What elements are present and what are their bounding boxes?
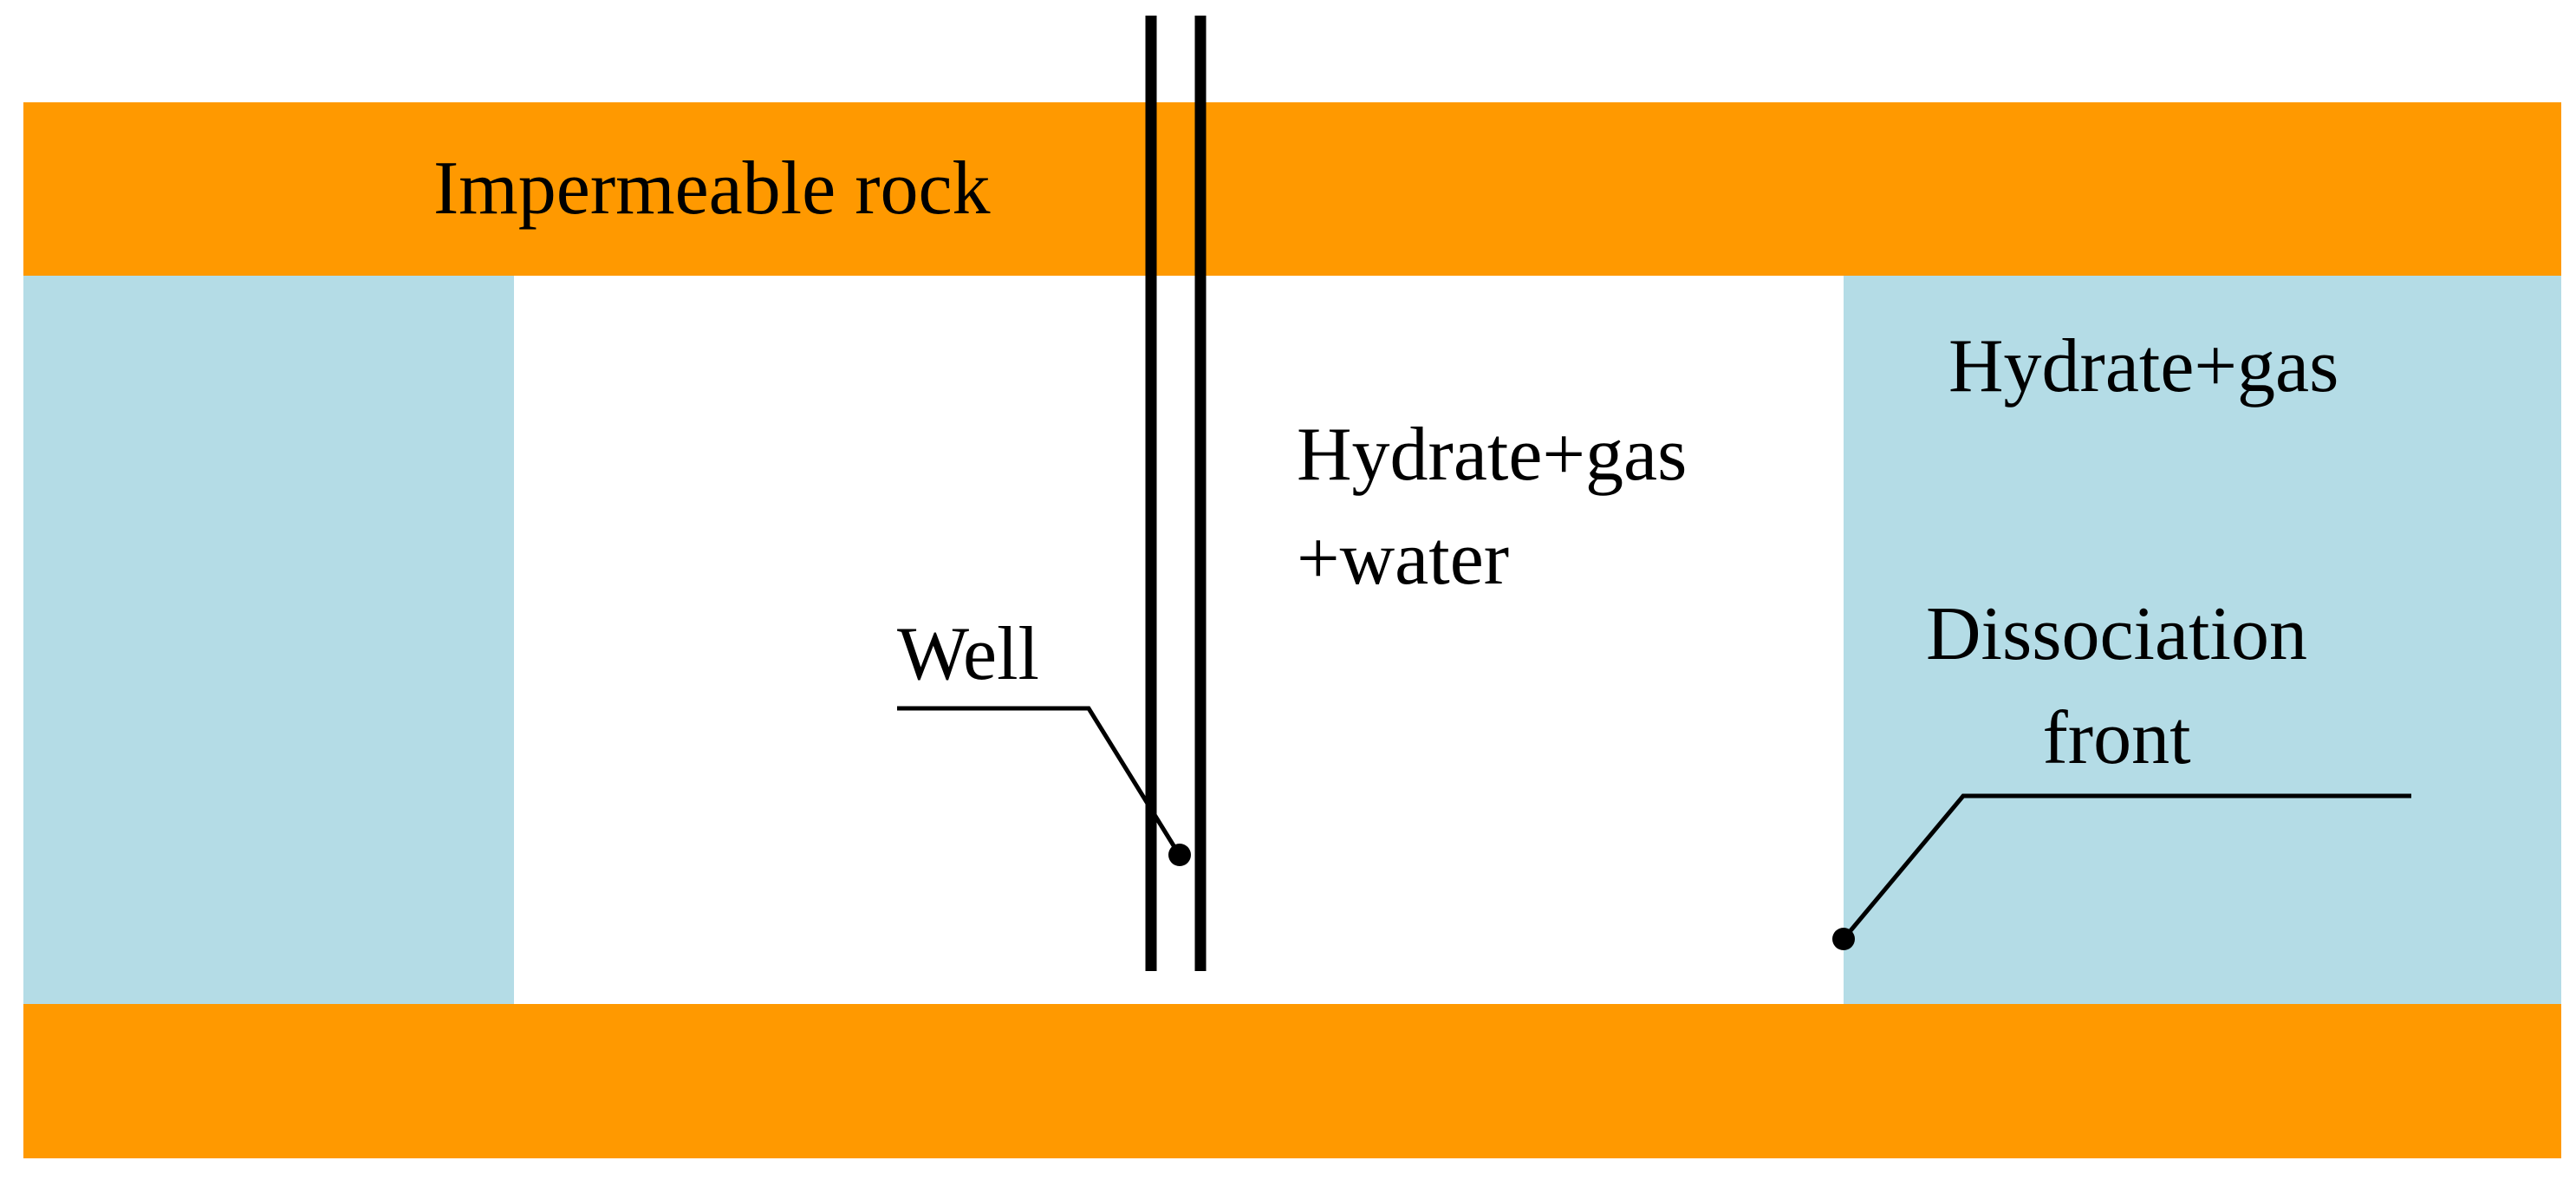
- dissociation-front-label-line1: Dissociation: [1926, 592, 2307, 676]
- middle-zone-label-line1: Hydrate+gas: [1297, 413, 1688, 497]
- middle-zone-label-line2: +water: [1297, 516, 1510, 601]
- impermeable-rock-label: Impermeable rock: [433, 147, 991, 231]
- front-marker-dot: [1832, 928, 1855, 950]
- dissociation-front-label-line2: front: [2042, 695, 2191, 780]
- well-label: Well: [897, 612, 1039, 696]
- dissociated-zone: [514, 276, 1844, 1004]
- well-marker-dot: [1168, 844, 1191, 866]
- front-leader-line: [1842, 793, 2411, 941]
- well-leader-line: [897, 706, 1181, 856]
- dissociation-front-label: Dissociation front: [1926, 583, 2307, 790]
- left-hydrate-zone: [23, 276, 514, 1004]
- top-rock-layer: [23, 102, 2561, 276]
- bottom-rock-layer: [23, 1004, 2561, 1158]
- right-zone-label: Hydrate+gas: [1948, 324, 2339, 408]
- middle-zone-label: Hydrate+gas +water: [1297, 403, 1687, 610]
- right-hydrate-zone: [1844, 276, 2561, 1004]
